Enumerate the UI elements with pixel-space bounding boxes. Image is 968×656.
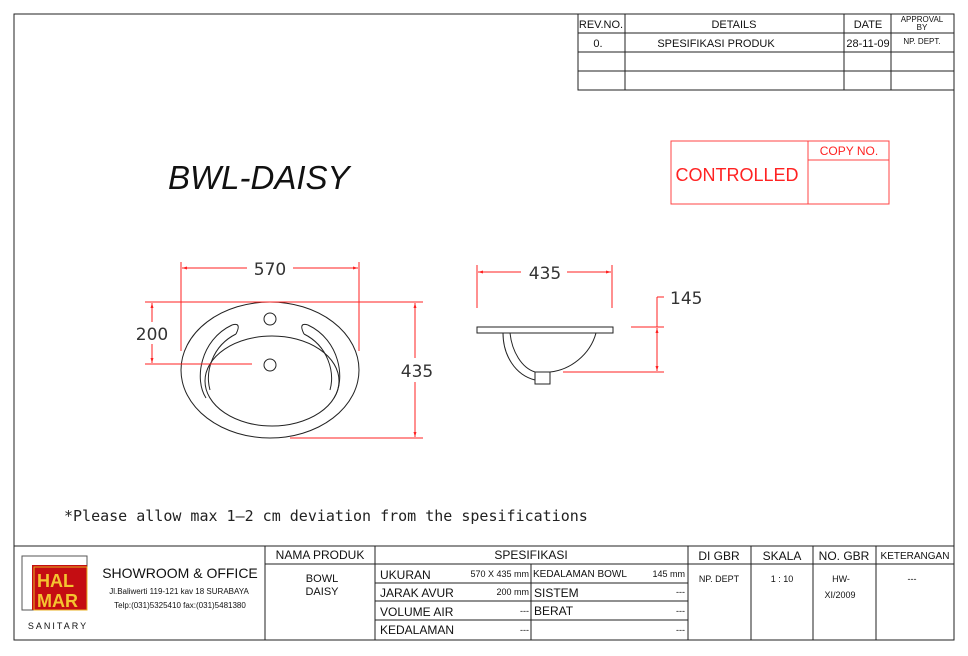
approval-header-by: BY xyxy=(917,23,928,32)
spec-label: UKURAN xyxy=(380,568,431,582)
spec-value: --- xyxy=(676,587,685,597)
copy-no-label: COPY NO. xyxy=(820,144,878,158)
date-header: DATE xyxy=(854,19,883,31)
di-gbr-value: NP. DEPT xyxy=(699,574,740,584)
side-view-drawing: 435 145 xyxy=(476,264,702,385)
controlled-label: CONTROLLED xyxy=(675,165,798,185)
logo-caption: SANITARY xyxy=(28,621,88,631)
deviation-note: *Please allow max 1–2 cm deviation from … xyxy=(64,507,588,525)
rev-no-header: REV.NO. xyxy=(579,19,623,31)
spec-label: KEDALAMAN BOWL xyxy=(533,569,627,580)
company-address: Jl.Baliwerti 119-121 kav 18 SURABAYA xyxy=(109,587,249,596)
dim-bowl-depth-145: 145 xyxy=(670,289,702,309)
nama-produk-header: NAMA PRODUK xyxy=(276,548,365,562)
controlled-stamp: CONTROLLED COPY NO. xyxy=(670,140,890,205)
company-phone: Telp:(031)5325410 fax:(031)5481380 xyxy=(114,601,246,610)
rev-no-cell: 0. xyxy=(593,38,602,50)
dim-side-width-435: 435 xyxy=(529,264,561,284)
approval-header: APPROVAL xyxy=(901,15,944,24)
di-gbr-header: DI GBR xyxy=(698,549,740,563)
revision-table: REV.NO. DETAILS DATE APPROVAL BY 0. SPES… xyxy=(577,13,955,91)
no-gbr-line1: HW- xyxy=(832,574,850,584)
dim-offset-200: 200 xyxy=(136,325,168,345)
faucet-hole xyxy=(263,312,277,326)
spec-label: SISTEM xyxy=(534,586,579,600)
spec-label: VOLUME AIR xyxy=(380,605,454,619)
drain-hole xyxy=(263,358,277,372)
keterangan-value: --- xyxy=(908,574,917,584)
details-header: DETAILS xyxy=(711,19,756,31)
product-name-line2: DAISY xyxy=(305,586,339,598)
details-cell: SPESIFIKASI PRODUK xyxy=(657,38,775,50)
company-heading: SHOWROOM & OFFICE xyxy=(102,565,258,581)
spec-label: JARAK AVUR xyxy=(380,586,454,600)
spesifikasi-header: SPESIFIKASI xyxy=(494,548,567,562)
spec-value: --- xyxy=(520,625,529,635)
spec-value: --- xyxy=(520,606,529,616)
product-name-line1: BOWL xyxy=(306,573,338,585)
date-cell: 28-11-09 xyxy=(846,38,889,50)
spec-label: KEDALAMAN xyxy=(380,623,454,637)
dim-depth-435: 435 xyxy=(401,362,433,382)
dim-width-570: 570 xyxy=(254,260,286,280)
approval-cell: NP. DEPT. xyxy=(903,37,940,46)
spec-value: --- xyxy=(676,606,685,616)
spec-label: BERAT xyxy=(534,604,574,618)
title-block: HAL MAR SANITARY SHOWROOM & OFFICE Jl.Ba… xyxy=(13,545,955,641)
halmar-logo: HAL MAR xyxy=(21,555,88,611)
top-view-drawing: 570 200 435 xyxy=(136,260,433,439)
svg-text:MAR: MAR xyxy=(37,591,78,611)
no-gbr-header: NO. GBR xyxy=(819,549,870,563)
no-gbr-line2: XI/2009 xyxy=(824,590,855,600)
svg-text:HAL: HAL xyxy=(37,571,74,591)
keterangan-header: KETERANGAN xyxy=(881,551,950,562)
spec-value: 200 mm xyxy=(496,587,529,597)
spec-value: 145 mm xyxy=(652,569,685,579)
drawing-title: BWL-DAISY xyxy=(168,159,352,196)
spec-value: 570 X 435 mm xyxy=(470,569,529,579)
spec-value: --- xyxy=(676,625,685,635)
skala-header: SKALA xyxy=(763,549,802,563)
skala-value: 1 : 10 xyxy=(771,574,794,584)
